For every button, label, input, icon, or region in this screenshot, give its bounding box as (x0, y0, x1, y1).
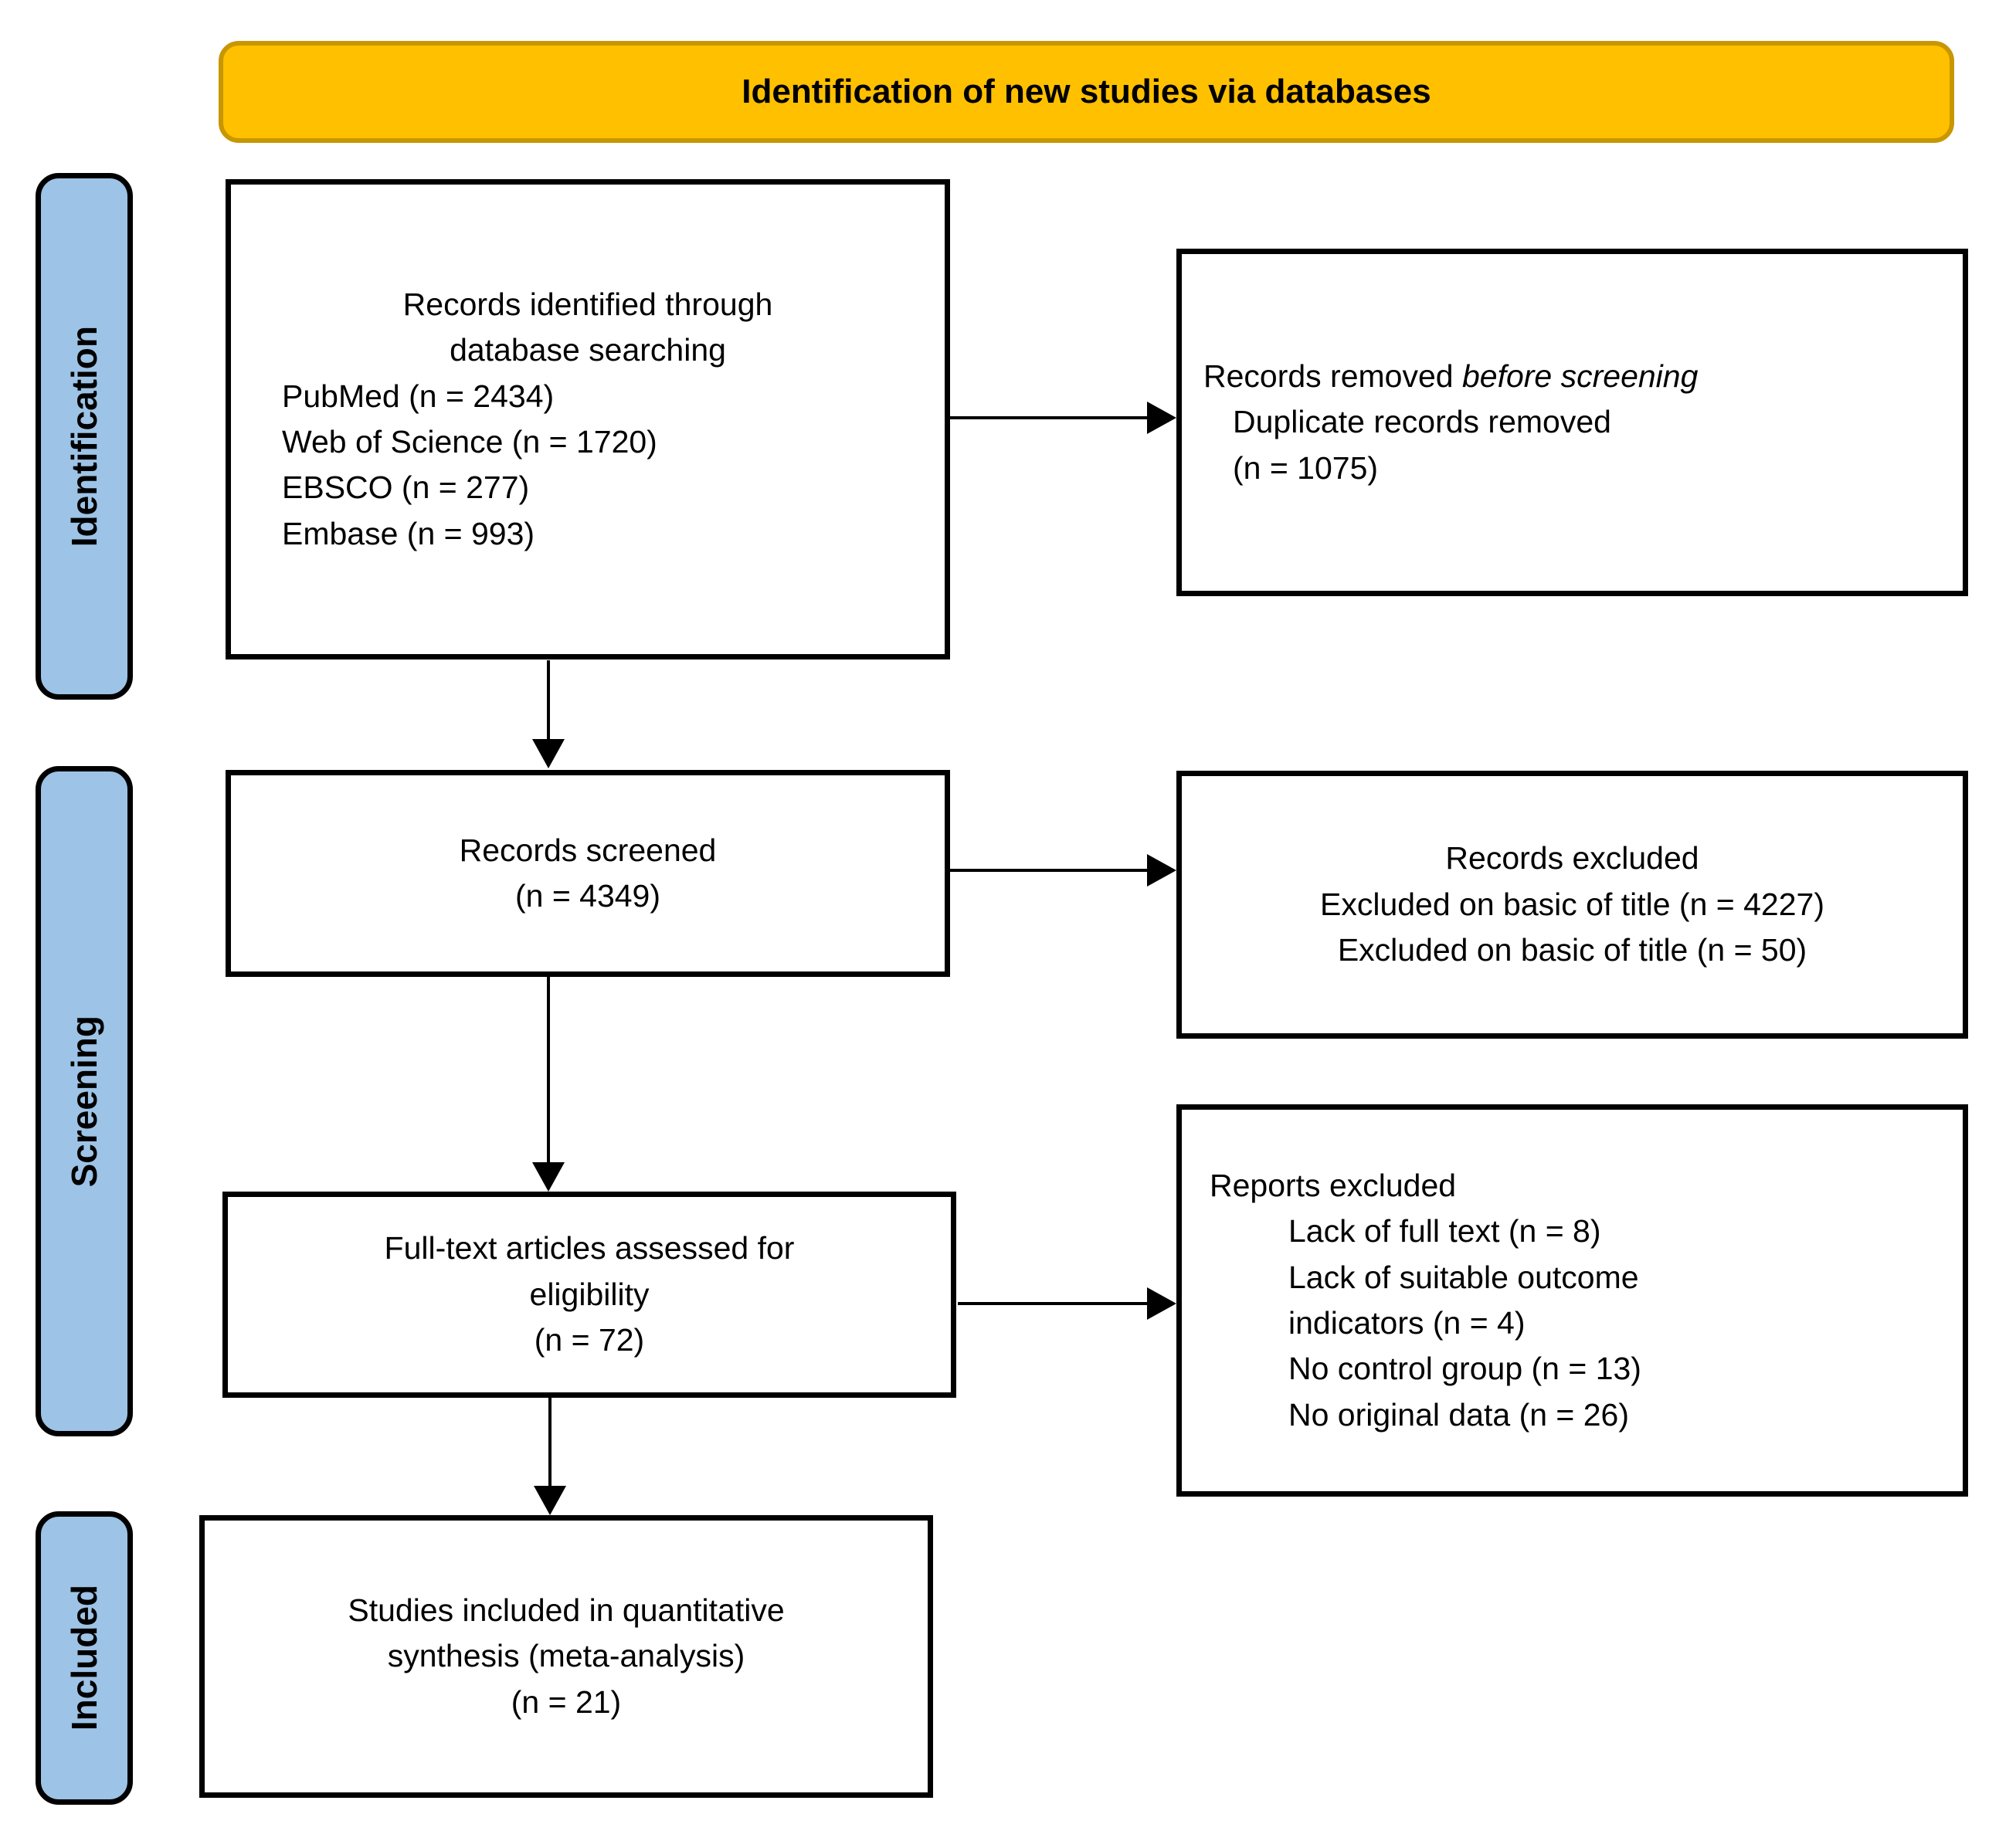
fulltext-line-2: eligibility (529, 1276, 650, 1312)
arrow-down-icon (532, 739, 565, 768)
box-records-removed: Records removed before screening Duplica… (1176, 249, 1968, 596)
reports-excluded-item: No original data (n = 26) (1288, 1396, 1630, 1433)
records-removed-count: (n = 1075) (1233, 449, 1379, 486)
records-excluded-line-2: Excluded on basic of title (n = 4227) (1320, 886, 1824, 922)
records-screened-line-2: (n = 4349) (514, 878, 661, 914)
records-excluded-line-1: Records excluded (1445, 840, 1699, 877)
records-excluded-line-3: Excluded on basic of title (n = 50) (1337, 932, 1807, 968)
studies-included-line-1: Studies included in quantitative (348, 1592, 785, 1628)
box-studies-included: Studies included in quantitative synthes… (199, 1515, 933, 1798)
stage-label-identification-text: Identification (64, 325, 104, 548)
arrow-right-icon (1147, 402, 1176, 434)
arrow-down-icon (532, 1162, 565, 1192)
box-reports-excluded: Reports excluded Lack of full text (n = … (1176, 1104, 1968, 1497)
records-screened-line-1: Records screened (459, 832, 717, 868)
stage-label-screening: Screening (36, 766, 133, 1436)
studies-included-line-2: synthesis (meta-analysis) (387, 1638, 745, 1674)
reports-excluded-item: Lack of suitable outcome indicators (n =… (1288, 1259, 1639, 1341)
database-item: PubMed (n = 2434) (282, 378, 555, 414)
arrow-right-icon (1147, 854, 1176, 887)
reports-excluded-item: No control group (n = 13) (1288, 1351, 1641, 1387)
studies-included-line-3: (n = 21) (511, 1684, 622, 1720)
arrow-fulltext-to-included-line (548, 1398, 552, 1486)
fulltext-line-3: (n = 72) (534, 1322, 645, 1358)
banner-title: Identification of new studies via databa… (219, 41, 1954, 143)
arrow-identified-to-removed-line (950, 416, 1148, 419)
database-item: EBSCO (n = 277) (282, 470, 530, 506)
arrow-identified-to-screened-line (547, 660, 550, 739)
reports-excluded-title: Reports excluded (1210, 1167, 1457, 1203)
records-removed-line-1: Records removed before screening (1203, 354, 1955, 399)
stage-label-included-text: Included (64, 1585, 104, 1731)
box-records-excluded: Records excluded Excluded on basic of ti… (1176, 771, 1968, 1039)
arrow-down-icon (534, 1486, 566, 1515)
records-removed-item: Duplicate records removed (1233, 404, 1611, 440)
arrow-right-icon (1147, 1287, 1176, 1320)
database-item: Embase (n = 993) (282, 515, 535, 551)
database-item: Web of Science (n = 1720) (282, 424, 657, 459)
box-fulltext-assessed: Full-text articles assessed for eligibil… (222, 1192, 956, 1398)
arrow-screened-to-excluded-line (950, 869, 1148, 872)
fulltext-line-1: Full-text articles assessed for (384, 1230, 795, 1266)
stage-label-identification: Identification (36, 173, 133, 700)
records-removed-italic: before screening (1461, 358, 1699, 394)
records-identified-heading-1: Records identified through (402, 286, 773, 322)
records-identified-heading-2: database searching (450, 332, 726, 368)
arrow-fulltext-to-reports-line (958, 1302, 1148, 1305)
box-records-screened: Records screened (n = 4349) (226, 770, 950, 977)
stage-label-included: Included (36, 1511, 133, 1805)
records-removed-prefix: Records removed (1203, 358, 1462, 394)
banner-title-text: Identification of new studies via databa… (742, 73, 1431, 110)
reports-excluded-item: Lack of full text (n = 8) (1288, 1213, 1601, 1249)
box-records-identified: Records identified through database sear… (226, 179, 950, 659)
stage-label-screening-text: Screening (64, 1015, 104, 1188)
arrow-screened-to-fulltext-line (547, 977, 550, 1162)
